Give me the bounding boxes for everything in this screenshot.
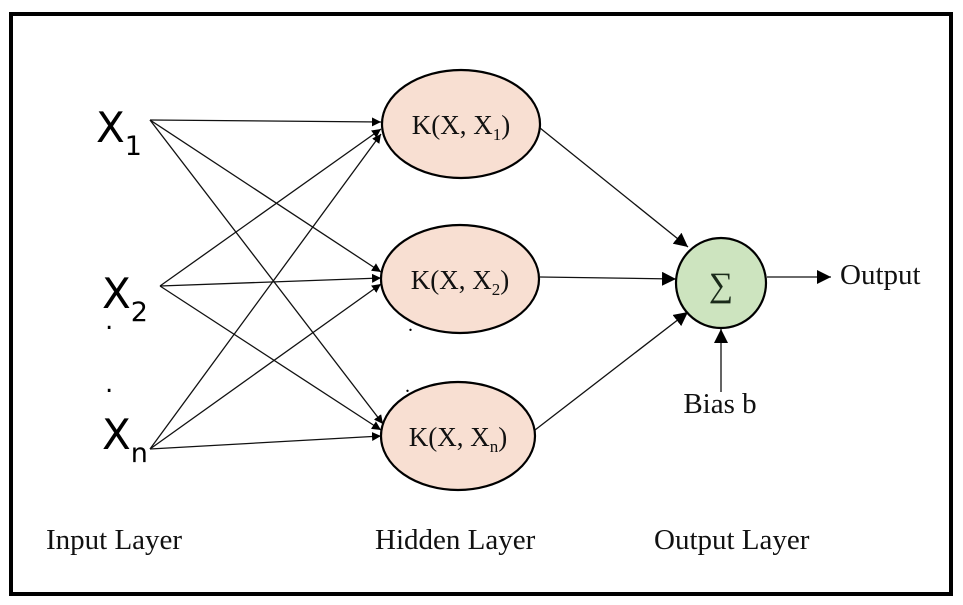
edge-k2-to-sum xyxy=(539,271,677,286)
input-node-xn: Xn xyxy=(102,410,148,469)
hidden-node-shape xyxy=(380,68,542,180)
bias-label: Bias b xyxy=(683,388,756,420)
hidden-ellipsis-dot: . xyxy=(408,314,413,336)
input-node-x1: X1 xyxy=(96,103,142,162)
output-label: Output xyxy=(840,259,921,291)
edge-x2-to-kn xyxy=(159,285,382,431)
edges-group xyxy=(149,117,831,450)
input-node-x2: X2 xyxy=(102,269,148,328)
output-layer-label: Output Layer xyxy=(654,524,810,556)
hidden-node-kn: K(X, Xn) xyxy=(379,380,537,492)
hidden-layer-label: Hidden Layer xyxy=(375,524,536,556)
hidden-node-k1: K(X, X1) xyxy=(380,68,542,180)
edge-x1-to-k2 xyxy=(149,119,382,273)
edge-x2-to-k1 xyxy=(159,128,382,287)
input-ellipsis-dot: . xyxy=(105,369,113,399)
sigma-icon: ∑ xyxy=(709,267,733,304)
edge-xn-to-k1 xyxy=(149,133,382,450)
hidden-ellipsis-dot: . xyxy=(405,375,410,397)
hidden-node-label: K(X, X2) xyxy=(411,265,510,299)
input-layer-label: Input Layer xyxy=(46,524,182,556)
edge-xn-to-k2 xyxy=(149,283,382,450)
hidden-node-shape xyxy=(379,223,541,335)
edge-x2-to-k2 xyxy=(159,273,382,287)
hidden-node-label: K(X, X1) xyxy=(412,110,511,144)
edge-kn-to-sum xyxy=(534,311,689,431)
output-sum-node: ∑ xyxy=(674,236,768,330)
hidden-node-k2: K(X, X2) xyxy=(379,223,541,335)
edge-x1-to-k1 xyxy=(149,117,382,127)
edge-x1-to-kn xyxy=(149,119,384,425)
input-ellipsis-dot: . xyxy=(105,306,113,336)
edge-xn-to-kn xyxy=(149,432,382,450)
hidden-node-shape xyxy=(379,380,537,492)
hidden-node-label: K(X, Xn) xyxy=(409,422,508,456)
edge-k1-to-sum xyxy=(539,127,689,248)
sum-node-shape xyxy=(674,236,768,330)
